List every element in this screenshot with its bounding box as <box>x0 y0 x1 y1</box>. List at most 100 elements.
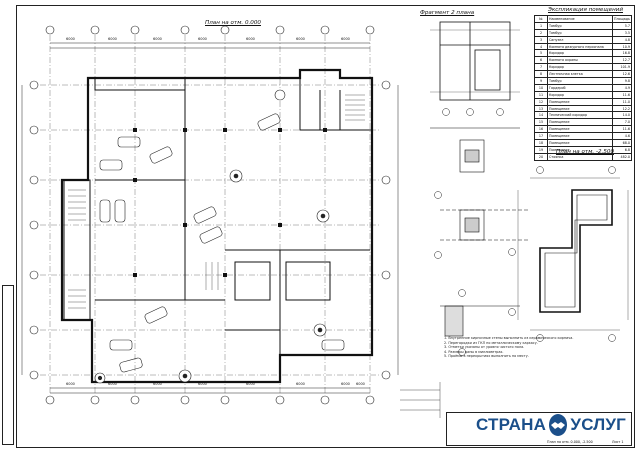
top-dim-3: 6000 <box>153 37 162 41</box>
table-cell: 14 <box>534 111 548 120</box>
table-cell: 16 <box>534 125 548 134</box>
bottom-dim-2: 6000 <box>108 382 117 386</box>
table-cell: Помещение <box>546 145 614 154</box>
table-cell: 11.6 <box>612 125 632 134</box>
stamp-title: План на отм. 0.000, -2.500 <box>547 440 593 444</box>
table-cell: Помещение <box>546 132 614 141</box>
table-cell: 15 <box>534 118 548 127</box>
table-header-cell: Площадь <box>612 15 632 23</box>
table-header-cell: № <box>534 15 548 23</box>
table-cell: 11 <box>534 90 548 99</box>
table-cell: 14.0 <box>612 111 632 120</box>
table-cell: 10 <box>534 83 548 92</box>
bottom-dim-6: 6000 <box>296 382 305 386</box>
top-dim-6: 6000 <box>296 37 305 41</box>
table-cell: Помещение <box>546 139 614 147</box>
table-cell: 3 <box>534 35 548 44</box>
note-line: 3. Отметки указаны от уровня чистого пол… <box>444 345 525 350</box>
table-cell: 17 <box>534 132 548 141</box>
table-cell: Коридор <box>546 63 614 72</box>
table-cell: Технический коридор <box>546 111 614 120</box>
brand-logo: СТРАНА УСЛУГ <box>476 412 626 438</box>
table-cell: 68.0 <box>612 139 632 147</box>
table-cell: 1 <box>534 21 548 30</box>
bottom-dim-5: 6000 <box>246 382 255 386</box>
table-cell: Помещение <box>546 97 614 106</box>
brand-text-left: СТРАНА <box>476 415 547 434</box>
table-cell: Тамбур <box>546 77 614 85</box>
top-dim-1: 6000 <box>66 37 75 41</box>
table-cell: Коридор <box>546 90 614 99</box>
stamp-sheet: Лист 1 <box>612 440 624 444</box>
table-cell: 6 <box>534 56 548 65</box>
table-cell: 18 <box>534 139 548 147</box>
note-line: 1. Внутренние кирпичные стены выполнить … <box>444 336 574 340</box>
title-block: План на отм. 0.000, -2.500 Лист 1 <box>446 412 632 446</box>
table-cell: 12.7 <box>612 56 632 65</box>
table-cell: 101.9 <box>612 63 632 72</box>
handshake-icon <box>549 414 568 436</box>
table-cell: 8 <box>534 70 548 79</box>
bottom-dim-8: 6000 <box>356 382 365 386</box>
table-cell: Гардероб <box>546 83 614 92</box>
table-cell: 7 <box>534 63 548 72</box>
table-cell: 4.6 <box>612 132 632 141</box>
table-cell: 5.7 <box>612 21 632 30</box>
table-cell: 4.8 <box>612 35 632 44</box>
top-dim-4: 6000 <box>198 37 207 41</box>
bottom-dim-4: 6000 <box>198 382 207 386</box>
note-line: 4. Размеры даны в миллиметрах. <box>444 349 504 354</box>
top-dim-2: 6000 <box>108 37 117 41</box>
fragment-title: Фрагмент 2 плана <box>420 10 475 16</box>
table-cell: 7.0 <box>612 118 632 127</box>
table-cell: 3.5 <box>612 28 632 37</box>
side-stamp <box>2 285 14 445</box>
note-line: 2. Перегородки из ГКЛ по металлическому … <box>444 340 538 345</box>
table-cell: Санузел <box>546 35 614 44</box>
table-cell: 20 <box>534 152 548 161</box>
table-cell: Помещение <box>546 104 614 113</box>
table-cell: 4 <box>534 42 548 51</box>
table-cell: Помещение <box>546 125 614 134</box>
table-cell: 9.8 <box>612 77 632 85</box>
table-cell: Лестничная клетка <box>546 70 614 79</box>
table-header-row: № Наименование Площадь <box>534 15 632 23</box>
table-cell: Тамбур <box>546 21 614 30</box>
table-header-cell: Наименование <box>546 15 614 23</box>
table-cell: Тамбур <box>546 28 614 37</box>
table-cell: 11.6 <box>612 90 632 99</box>
table-cell: 6.8 <box>612 145 632 154</box>
table-cell: 482.0 <box>612 152 632 161</box>
table-cell: Коридор <box>546 49 614 58</box>
drawing-frame <box>16 5 635 448</box>
explication-title: Экспликация помещений <box>548 7 623 13</box>
table-cell: 9 <box>534 77 548 85</box>
table-cell: 11.0 <box>612 97 632 106</box>
bottom-dim-1: 6000 <box>66 382 75 386</box>
table-cell: 12 <box>534 97 548 106</box>
table-cell: 10.9 <box>612 42 632 51</box>
top-dim-5: 6000 <box>246 37 255 41</box>
